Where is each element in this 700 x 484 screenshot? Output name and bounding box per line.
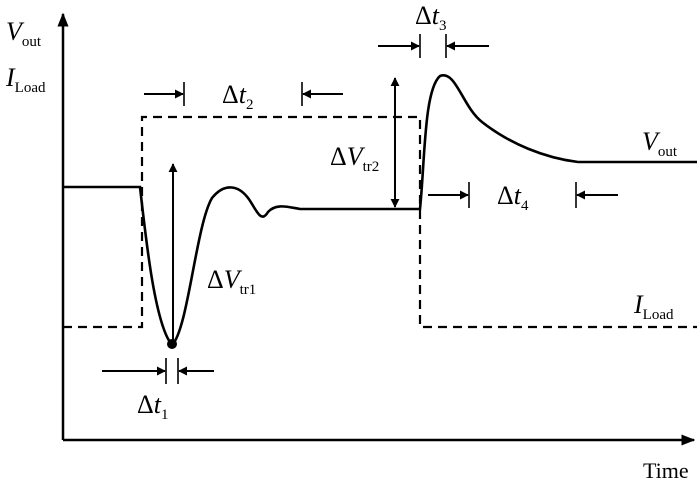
vout-curve-label: Vout xyxy=(642,127,678,160)
dvtr2-label: ΔVtr2 xyxy=(330,142,379,175)
dt1-marker xyxy=(102,358,214,384)
dt2-label: Δt2 xyxy=(222,80,253,113)
dt2-marker xyxy=(144,82,343,106)
dt3-label: Δt3 xyxy=(415,1,446,34)
x-axis-label-time: Time xyxy=(643,458,689,483)
dt3-marker xyxy=(378,34,489,58)
y-axis-label-iload: ILoad xyxy=(5,63,46,96)
iload-curve-label: ILoad xyxy=(633,290,674,323)
y-axis-label-vout: Vout xyxy=(6,17,42,50)
iload-curve xyxy=(63,115,697,329)
dt4-label: Δt4 xyxy=(497,181,529,214)
dt4-marker xyxy=(428,182,618,208)
vout-curve xyxy=(63,74,697,347)
dvtr1-label: ΔVtr1 xyxy=(207,265,256,298)
vout-minimum-dot xyxy=(167,339,177,349)
dt1-label: Δt1 xyxy=(137,390,168,423)
